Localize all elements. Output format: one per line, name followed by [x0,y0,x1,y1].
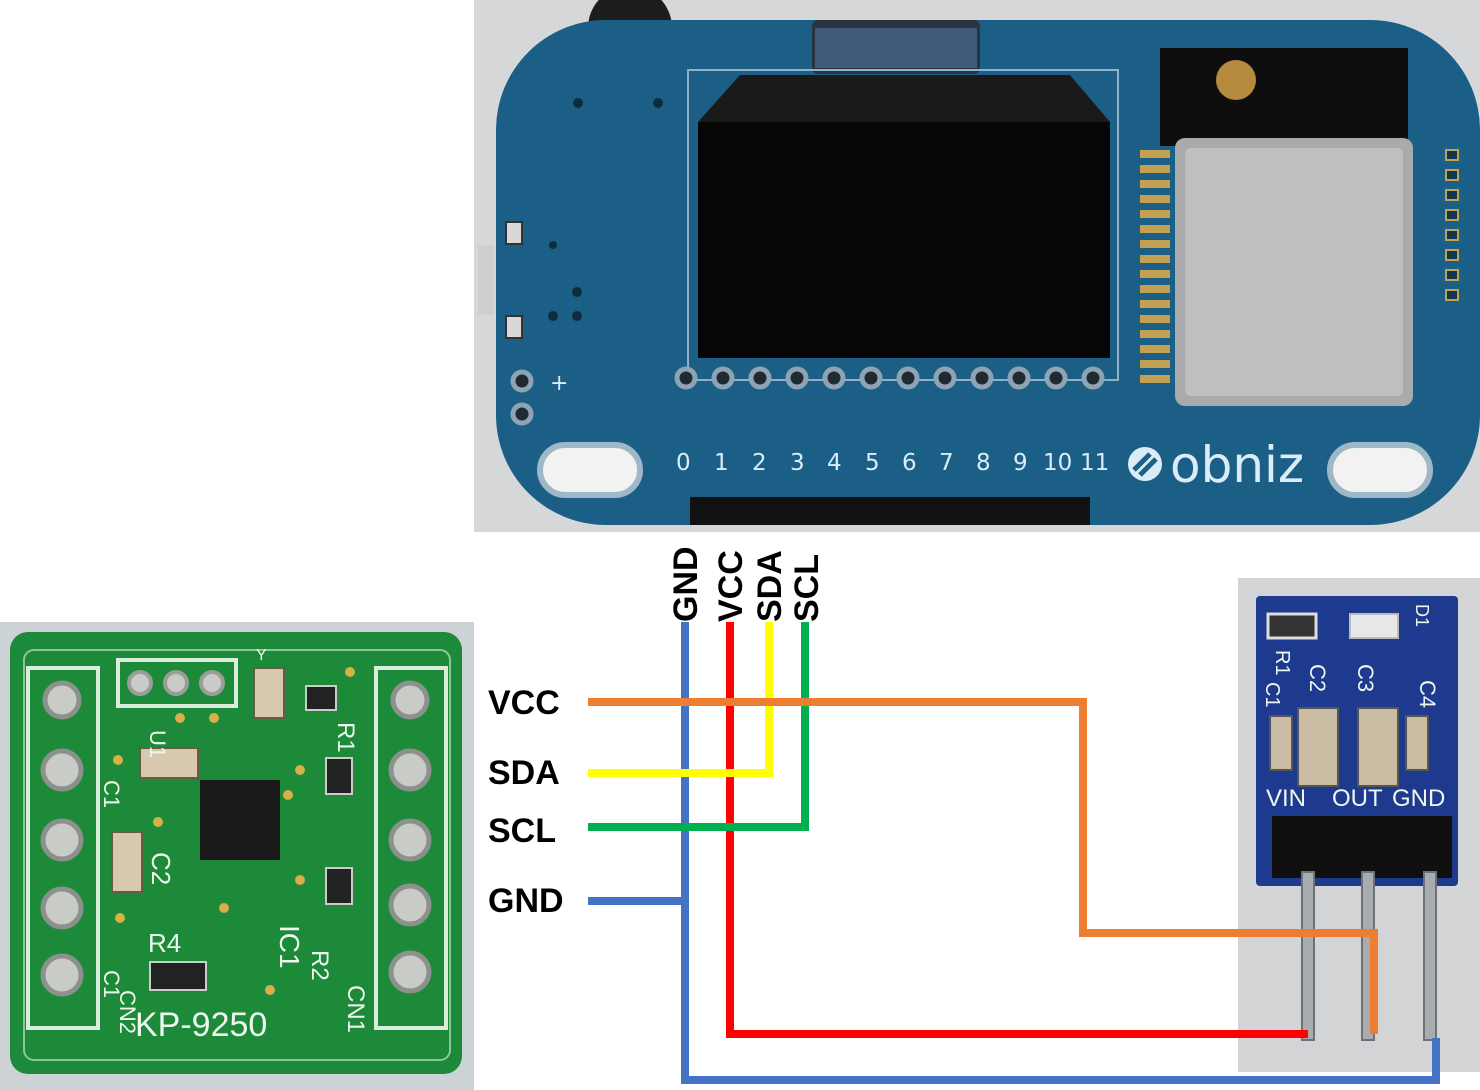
sensor-wire-labels: VCC SDA SCL GND [488,684,564,920]
reg-silk-d1: D1 [1412,604,1432,627]
label-obniz-vcc: VCC [712,550,750,622]
reg-silk-r1: R1 [1271,650,1293,676]
silk-u1: U1 [145,730,170,758]
reg-silk-c1: C1 [1261,682,1283,708]
sensor-pads-left [40,680,84,997]
label-sensor-sda: SDA [488,754,560,792]
silk-r4: R4 [148,928,181,958]
silk-c2: C2 [146,852,176,885]
pin-label-6: 6 [902,450,917,476]
wire-gnd-main [681,622,1440,1084]
side-header [1445,149,1459,301]
silk-cn2: CN2 [115,990,140,1034]
label-sensor-scl: SCL [488,812,556,850]
obniz-logo-text: obniz [1170,436,1304,494]
label-obniz-scl: SCL [788,554,826,622]
silk-r1: R1 [332,722,359,753]
sensor-board-name: KP-9250 [135,1006,267,1044]
reg-silk-c2: C2 [1305,664,1330,692]
label-obniz-gnd: GND [667,546,705,622]
pin-label-3: 3 [790,450,805,476]
module-pads [1140,150,1170,383]
silk-ic1: IC1 [274,925,305,969]
pin-label-9: 9 [1013,450,1028,476]
regulator-header [1272,816,1452,878]
pin-label-8: 8 [976,450,991,476]
bottom-connector [690,497,1090,525]
sensor-module-photo: KP-9250 R1 R2 R4 C1 C2 C1 IC1 CN1 CN2 U1… [0,622,474,1090]
header-holes [674,366,1105,390]
pin-label-2: 2 [752,450,767,476]
mount-slot-left [537,442,643,498]
silk-y: Y [256,647,267,664]
label-sensor-gnd: GND [488,882,564,920]
reg-silk-c4: C4 [1415,680,1440,708]
pin-number-row: 0 1 2 3 4 5 6 7 8 9 10 11 [676,450,1109,476]
sensor-pads-right [388,680,432,994]
obniz-board-photo: + 0 1 2 3 4 5 6 7 8 9 10 11 o [474,0,1480,532]
reg-pin-label-out: OUT [1332,785,1383,812]
label-sensor-vcc: VCC [488,684,560,722]
mount-slot-right [1327,442,1433,498]
reg-pin-label-vin: VIN [1266,785,1306,812]
sensor-chip [200,780,280,860]
silk-r2: R2 [306,950,333,981]
pin-label-0: 0 [676,450,691,476]
obniz-wire-labels: GND VCC SDA SCL [667,546,826,622]
pin-label-5: 5 [865,450,880,476]
reg-silk-c3: C3 [1353,664,1378,692]
silk-cn1: CN1 [342,985,369,1033]
pin-label-4: 4 [827,450,842,476]
wire-scl [588,622,809,831]
pin-label-10: 10 [1043,450,1072,476]
plus-mark: + [550,371,568,396]
antenna-area [1160,48,1408,146]
pin-label-1: 1 [714,450,729,476]
pin-label-11: 11 [1080,450,1109,476]
silk-c1-top: C1 [99,780,124,808]
silk-c1-bottom: C1 [99,970,124,998]
obniz-logo-icon [1128,447,1162,481]
usb-connector [478,245,494,315]
oled-display [698,122,1110,358]
reg-pin-label-gnd: GND [1392,785,1445,812]
regulator-pins [1301,871,1437,1041]
label-obniz-sda: SDA [751,550,789,622]
wire-sda [588,622,773,777]
wire-vcc-obniz [726,622,1308,1038]
regulator-module-photo: R1 C1 C2 C3 C4 D1 VIN OUT GND [1238,578,1480,1072]
pin-label-7: 7 [939,450,954,476]
wire-vcc-sensor [588,698,1378,1034]
wires [588,622,1440,1084]
sensor-smd-parts [111,667,285,893]
